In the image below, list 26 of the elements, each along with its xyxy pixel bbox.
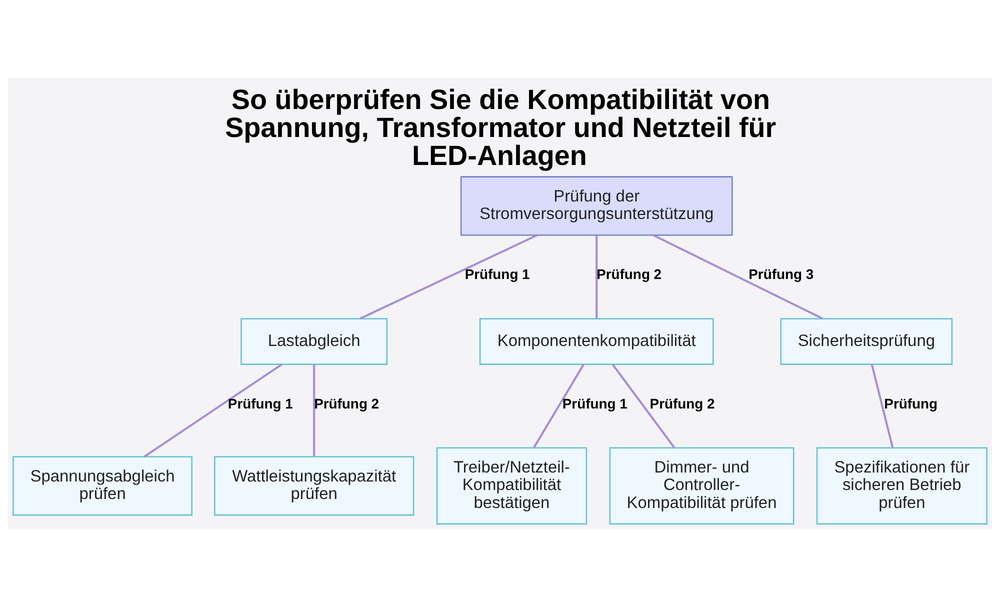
node-box: Dimmer- und Controller-Kompatibilität prüfen (609, 447, 794, 525)
connector (652, 234, 823, 320)
edge-label: Prüfung 2 (314, 395, 380, 412)
connector (533, 364, 585, 448)
node-box: Komponentenkompatibilität (479, 318, 714, 365)
connector (360, 234, 538, 320)
connector (144, 363, 283, 458)
node-box: Treiber/Netzteil-Kompatibilität bestätigen (436, 447, 588, 525)
diagram-title: So überprüfen Sie die Kompatibilität von Spannung, Transformator und Netzteil für LED-Anlagen (225, 84, 776, 171)
edge-label: Prüfung 1 (464, 266, 530, 282)
node-box: Prüfung der Stromversorgungsunterstützung (460, 176, 733, 236)
edge-label: Prüfung 2 (650, 395, 715, 412)
node-box: Lastabgleich (240, 318, 388, 365)
connector (596, 235, 598, 319)
edge-label: Prüfung 1 (228, 395, 293, 412)
connector (870, 364, 894, 448)
edge-label: Prüfung 3 (748, 266, 814, 282)
edge-label: Prüfung (884, 395, 938, 412)
node-box: Spezifikationen für sicheren Betrieb prüfen (816, 447, 988, 525)
connector (313, 364, 316, 457)
edge-label: Prüfung 1 (562, 395, 628, 412)
edge-label: Prüfung 2 (596, 266, 662, 282)
node-box: Sicherheitsprüfung (780, 318, 953, 365)
node-box: Spannungsabgleich prüfen (12, 456, 192, 516)
connector (612, 364, 675, 448)
node-box: Wattleistungskapazität prüfen (214, 456, 414, 516)
